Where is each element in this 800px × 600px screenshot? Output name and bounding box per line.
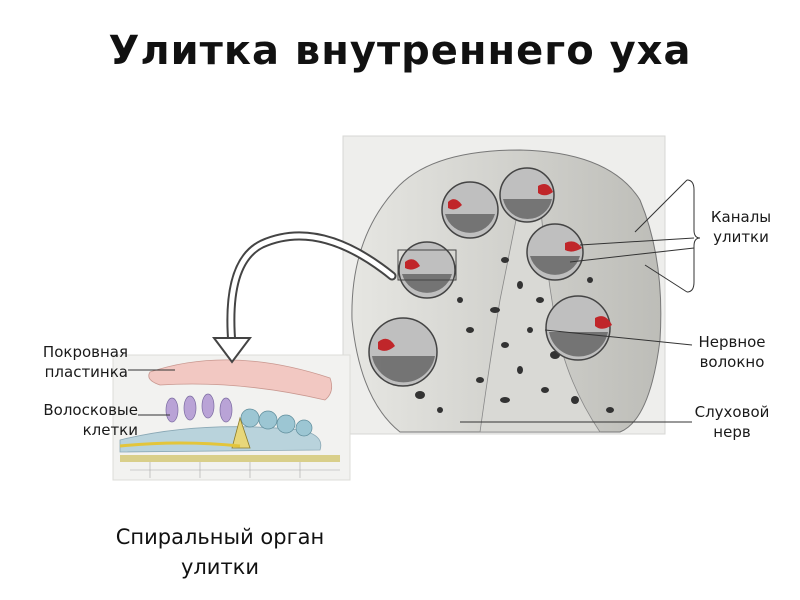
label-tectorial-membrane: Покровная пластинка xyxy=(10,342,128,382)
label-canals-line2: улитки xyxy=(713,228,769,246)
caption-line2: улитки xyxy=(180,555,260,579)
label-fiber-line1: Нервное xyxy=(698,333,766,351)
cochlea-cross-section xyxy=(342,135,666,435)
spiral-organ-inset xyxy=(112,354,351,481)
page-title: Улитка внутреннего уха xyxy=(108,28,692,74)
label-auditory-nerve: Слуховой нерв xyxy=(686,402,778,442)
label-tectorial-line2: пластинка xyxy=(44,363,128,381)
magnify-arrow xyxy=(212,231,397,364)
label-hair-line1: Волосковые xyxy=(43,401,138,419)
label-nerve-line2: нерв xyxy=(713,423,751,441)
label-tectorial-line1: Покровная xyxy=(42,343,128,361)
label-fiber-line2: волокно xyxy=(699,353,765,371)
caption-line1: Спиральный орган xyxy=(115,525,325,549)
label-hair-cells: Волосковые клетки xyxy=(10,400,138,440)
label-hair-line2: клетки xyxy=(82,421,138,439)
label-nerve-line1: Слуховой xyxy=(694,403,770,421)
label-cochlear-canals: Каналы улитки xyxy=(698,207,784,247)
label-nerve-fiber: Нервное волокно xyxy=(686,332,778,372)
label-canals-line1: Каналы xyxy=(710,208,772,226)
spiral-organ-caption: Спиральный орган улитки xyxy=(70,522,370,582)
